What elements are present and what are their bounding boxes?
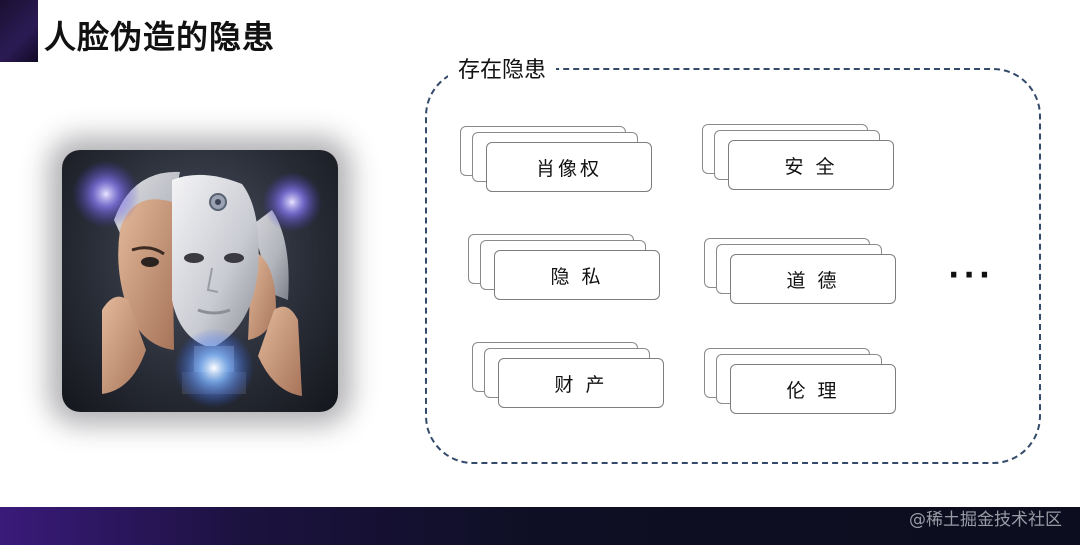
robot-face-photo — [62, 150, 338, 412]
card-portrait-rights: 肖像权 — [460, 126, 656, 196]
card-layer-front: 安 全 — [728, 140, 894, 190]
card-label: 肖像权 — [535, 157, 602, 180]
page-title: 人脸伪造的隐患 — [44, 18, 276, 56]
card-privacy: 隐 私 — [468, 234, 664, 304]
watermark: @稀土掘金技术社区 — [909, 510, 1062, 530]
risk-container-label: 存在隐患 — [448, 52, 557, 84]
card-layer-front: 财 产 — [498, 358, 664, 408]
card-layer-front: 伦 理 — [730, 364, 896, 414]
title-accent-bar — [0, 0, 38, 62]
card-ethics: 伦 理 — [704, 348, 900, 418]
robot-face-illustration — [72, 160, 322, 408]
card-label: 安 全 — [784, 155, 838, 178]
more-ellipsis: ··· — [948, 258, 995, 293]
card-morality: 道 德 — [704, 238, 900, 308]
card-label: 财 产 — [554, 373, 608, 396]
card-layer-front: 道 德 — [730, 254, 896, 304]
card-label: 隐 私 — [550, 265, 604, 288]
footer-band — [0, 507, 1080, 545]
card-layer-front: 肖像权 — [486, 142, 652, 192]
card-property: 财 产 — [472, 342, 668, 412]
card-security: 安 全 — [702, 124, 898, 194]
risk-container — [425, 68, 1041, 464]
card-label: 道 德 — [786, 269, 840, 292]
card-label: 伦 理 — [786, 379, 840, 402]
card-layer-front: 隐 私 — [494, 250, 660, 300]
